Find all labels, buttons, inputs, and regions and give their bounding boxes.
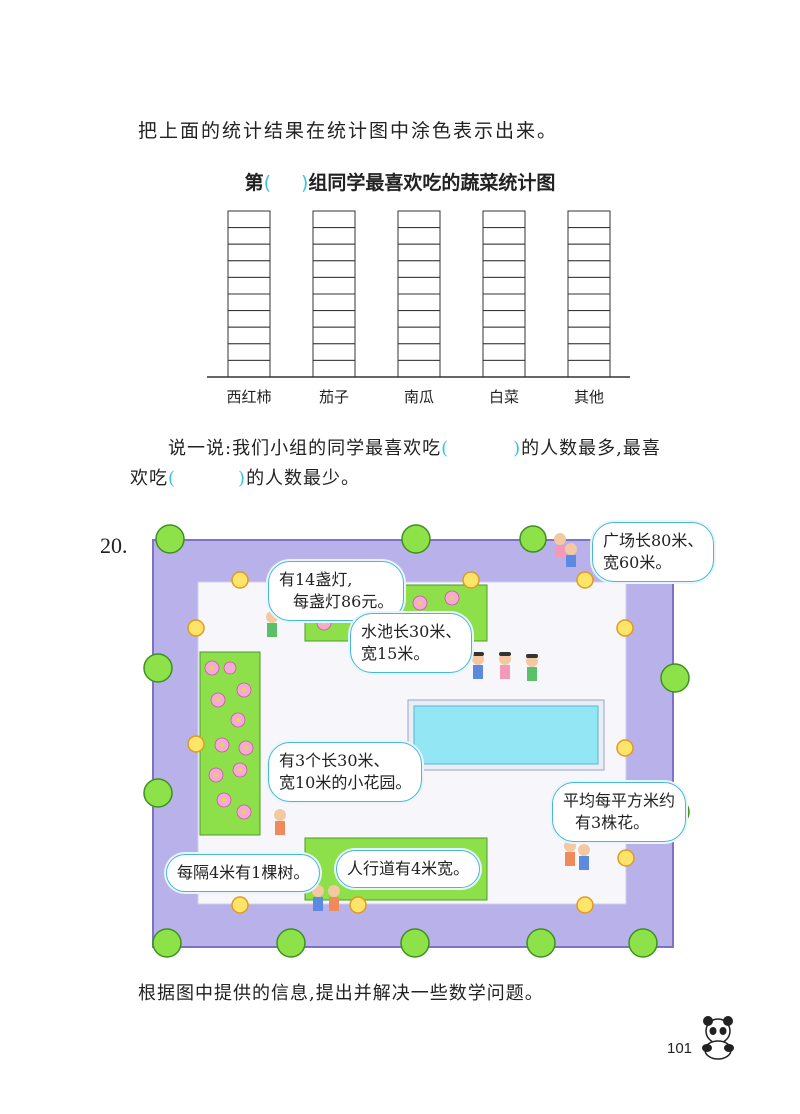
chart-column-4[interactable] [567,210,611,378]
bubble-lamps-line-1: 有14盏灯, [279,570,353,589]
chart-column-3[interactable] [482,210,526,378]
bubble-sidewalk: 人行道有4米宽。 [336,850,481,888]
chart-title-prefix: 第 [244,172,264,194]
chart-category-label: 其他 [573,388,604,406]
say-part-3: 欢吃 [130,468,168,489]
panda-icon [702,1016,734,1060]
question-number: 20. [100,533,128,558]
say-open-paren-1: ( [441,438,450,459]
bubble-trees: 每隔4米有1棵树。 [166,854,321,892]
chart-title-suffix: 组同学最喜欢吃的蔬菜统计图 [308,172,556,194]
chart-category-label: 西红柿 [226,388,272,406]
chart-title: 第()组同学最喜欢吃的蔬菜统计图 [0,168,800,195]
chart-column-0[interactable] [227,210,271,378]
say-part-4: 的人数最少。 [246,468,361,489]
chart-title-close-paren: ) [301,172,309,194]
children-icon [266,533,590,911]
chart-columns [227,210,611,378]
bubble-flowers-line-1: 平均每平方米约 [563,791,676,810]
bubble-flowers-line-2: 有3株花。 [575,813,650,832]
bubble-lamps-line-2: 每盏灯86元。 [293,592,394,611]
pool [407,699,605,771]
say-open-paren-2: ( [168,468,177,489]
bubble-square-line-2: 宽60米。 [603,553,672,572]
chart-column-1[interactable] [312,210,356,378]
bubble-pool-line-2: 宽15米。 [361,644,430,663]
say-line-2: 欢吃()的人数最少。 [130,462,360,496]
say-close-paren-1: ) [513,438,522,459]
bubble-gardens-line-1: 有3个长30米、 [279,751,390,770]
bubble-flowers: 平均每平方米约 有3株花。 [552,782,687,842]
chart-category-label: 南瓜 [403,388,434,406]
question-prompt: 根据图中提供的信息,提出并解决一些数学问题。 [138,983,544,1004]
bubble-gardens: 有3个长30米、 宽10米的小花园。 [268,742,423,802]
chart-column-2[interactable] [397,210,441,378]
chart-title-open-paren: ( [263,172,271,194]
bubble-pool-size: 水池长30米、 宽15米。 [350,613,473,673]
bubble-gardens-line-2: 宽10米的小花园。 [279,773,412,792]
bubble-square-size: 广场长80米、 宽60米。 [592,522,715,582]
lamp-icon [187,571,635,914]
say-part-2: 的人数最多,最喜 [521,438,661,459]
say-line-1: 说一说:我们小组的同学最喜欢吃()的人数最多,最喜 [168,432,661,466]
say-label: 说一说: [168,438,233,459]
chart-category-label: 茄子 [318,388,349,406]
bubble-pool-line-1: 水池长30米、 [361,622,462,641]
say-close-paren-2: ) [238,468,247,489]
say-part-1: 我们小组的同学最喜欢吃 [232,438,442,459]
instruction-text: 把上面的统计结果在统计图中涂色表示出来。 [138,120,559,142]
bubble-lamps: 有14盏灯, 每盏灯86元。 [268,561,405,621]
page-number: 101 [667,1040,693,1057]
bubble-square-line-1: 广场长80米、 [603,531,704,550]
chart-category-label: 白菜 [488,388,519,406]
